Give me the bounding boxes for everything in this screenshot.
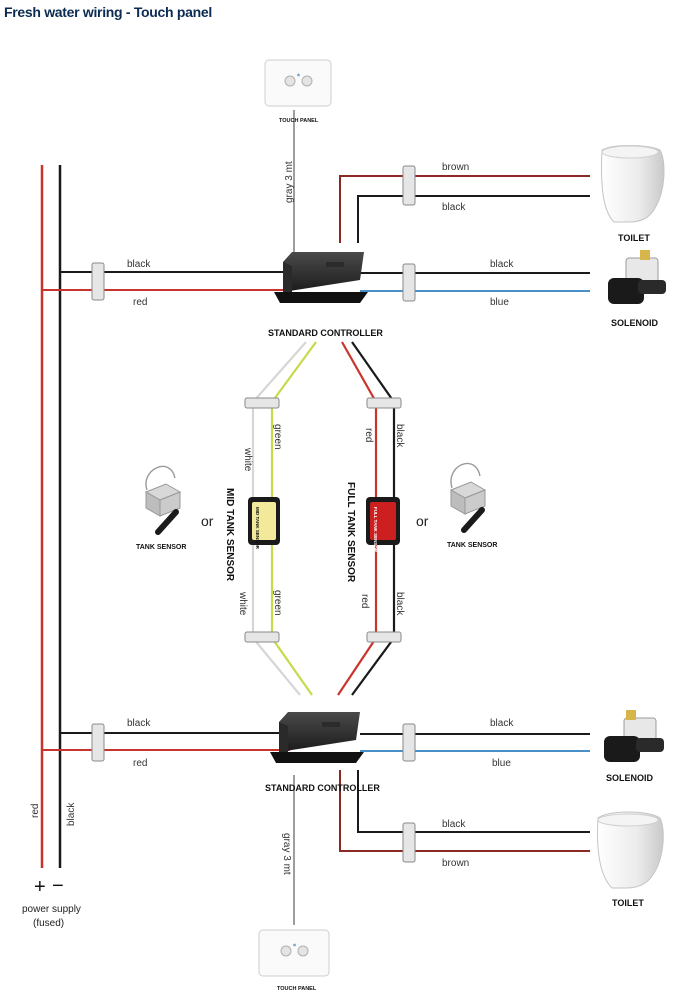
full-tank-sensor: FULL TANK SENSOR FULL TANK SENSOR [345, 482, 400, 583]
bottom-touch-panel: TOUCH PANEL [258, 929, 330, 992]
connector-top-solenoid [402, 263, 416, 302]
bottom-toilet-brown-wire [339, 770, 590, 852]
left-tank-sensor-icon: TANK SENSOR [136, 465, 186, 551]
page-title: Fresh water wiring - Touch panel [4, 4, 212, 20]
mid-tank-sensor-label: MID TANK SENSOR [224, 488, 235, 582]
wire-label-black-top-solenoid: black [490, 259, 514, 270]
wire-label-blue-bottom-solenoid: blue [492, 758, 511, 769]
gray-cable-label-top: gray 3 mt [284, 161, 295, 203]
wire-label-black-top-toilet: black [442, 202, 466, 213]
wire-label-black-bottom-toilet: black [442, 819, 466, 830]
bottom-controller: STANDARD CONTROLLER [265, 712, 380, 793]
bottom-feed-wires [42, 732, 290, 751]
mid-white-wire-lower [251, 545, 301, 696]
wire-label-black-bottom-feed: black [127, 718, 151, 729]
gray-cable-label-bottom: gray 3 mt [281, 833, 292, 875]
top-toilet-wires [339, 175, 590, 243]
wire-label-black-lower: black [394, 592, 405, 616]
touch-panel-caption-bottom: TOUCH PANEL [277, 986, 317, 992]
toilet-caption-top: TOILET [618, 233, 650, 243]
controller-caption-bottom: STANDARD CONTROLLER [265, 783, 380, 793]
full-red-wire-lower [337, 545, 378, 696]
top-toilet-black-wire [357, 195, 590, 243]
wire-label-red-lower: red [359, 594, 370, 608]
top-controller: STANDARD CONTROLLER [268, 252, 383, 338]
connector-mid-lower [244, 631, 280, 643]
wire-label-red-bottom-feed: red [133, 758, 147, 769]
wire-label-black-top-feed: black [127, 259, 151, 270]
top-touch-panel: TOUCH PANEL [264, 59, 332, 124]
bottom-toilet-black-wire [357, 770, 590, 833]
full-red-wire-upper [341, 341, 378, 497]
tank-sensor-caption-left: TANK SENSOR [136, 544, 186, 551]
panel-indicator-icon [297, 73, 300, 77]
wire-label-brown-bottom: brown [442, 858, 469, 869]
wire-label-black-upper: black [394, 424, 405, 448]
right-tank-sensor-icon: TANK SENSOR [447, 462, 497, 549]
wire-label-white-upper: white [242, 447, 253, 472]
tank-sensor-caption-right: TANK SENSOR [447, 542, 497, 549]
full-black-wire-lower [351, 545, 396, 696]
fused-label: (fused) [33, 918, 64, 929]
connector-bottom-solenoid [402, 723, 416, 762]
touch-panel-caption-top: TOUCH PANEL [279, 118, 319, 124]
connector-bottom-feed [91, 723, 105, 762]
or-text-left: or [201, 513, 214, 529]
top-feed-wires [42, 271, 290, 291]
connector-bottom-toilet [402, 822, 416, 863]
bottom-solenoid-wires [360, 733, 590, 752]
bottom-toilet-wires [339, 770, 590, 852]
full-black-wire-upper [351, 341, 396, 497]
main-red-label: red [30, 804, 41, 818]
mid-green-wire-lower [270, 545, 313, 696]
wire-label-green-lower: green [272, 590, 283, 616]
mid-sensor-panel-text: MID TANK SENSOR [255, 507, 260, 550]
power-supply-label: power supply [22, 904, 81, 915]
wire-label-red-upper: red [363, 428, 374, 442]
controller-caption-top: STANDARD CONTROLLER [268, 328, 383, 338]
connector-full-upper [366, 397, 402, 409]
wire-label-black-bottom-solenoid: black [490, 718, 514, 729]
connector-top-feed [91, 262, 105, 301]
connectors [91, 165, 416, 863]
mid-green-wire-upper [270, 341, 317, 497]
top-toilet-brown-wire [339, 175, 590, 243]
connector-full-lower [366, 631, 402, 643]
top-toilet-icon: TOILET [601, 145, 665, 243]
wire-label-white-lower: white [237, 591, 248, 616]
minus-sign: − [52, 875, 64, 897]
power-supply: + − power supply (fused) [22, 875, 81, 929]
wire-label-brown-top: brown [442, 162, 469, 173]
connector-top-toilet [402, 165, 416, 206]
solenoid-caption-bottom: SOLENOID [606, 773, 654, 783]
solenoid-caption-top: SOLENOID [611, 318, 659, 328]
panel-indicator-icon [293, 943, 296, 947]
wire-label-red-top-feed: red [133, 297, 147, 308]
full-tank-sensor-label: FULL TANK SENSOR [345, 482, 356, 583]
wire-labels: brown black black red black blue black r… [30, 161, 514, 875]
full-sensor-panel-text: FULL TANK SENSOR [373, 507, 378, 553]
wire-label-blue-top-solenoid: blue [490, 297, 509, 308]
main-black-label: black [66, 802, 77, 826]
wire-label-green-upper: green [272, 424, 283, 450]
plus-sign: + [34, 876, 46, 898]
main-supply-wires [40, 165, 62, 868]
bottom-toilet-icon: TOILET [597, 811, 664, 908]
top-solenoid-wires [360, 272, 590, 292]
connector-mid-upper [244, 397, 280, 409]
or-text-right: or [416, 513, 429, 529]
mid-tank-sensor: MID TANK SENSOR MID TANK SENSOR [224, 488, 280, 582]
bottom-solenoid-icon: SOLENOID [604, 710, 664, 783]
toilet-caption-bottom: TOILET [612, 898, 644, 908]
top-solenoid-icon: SOLENOID [608, 250, 666, 328]
